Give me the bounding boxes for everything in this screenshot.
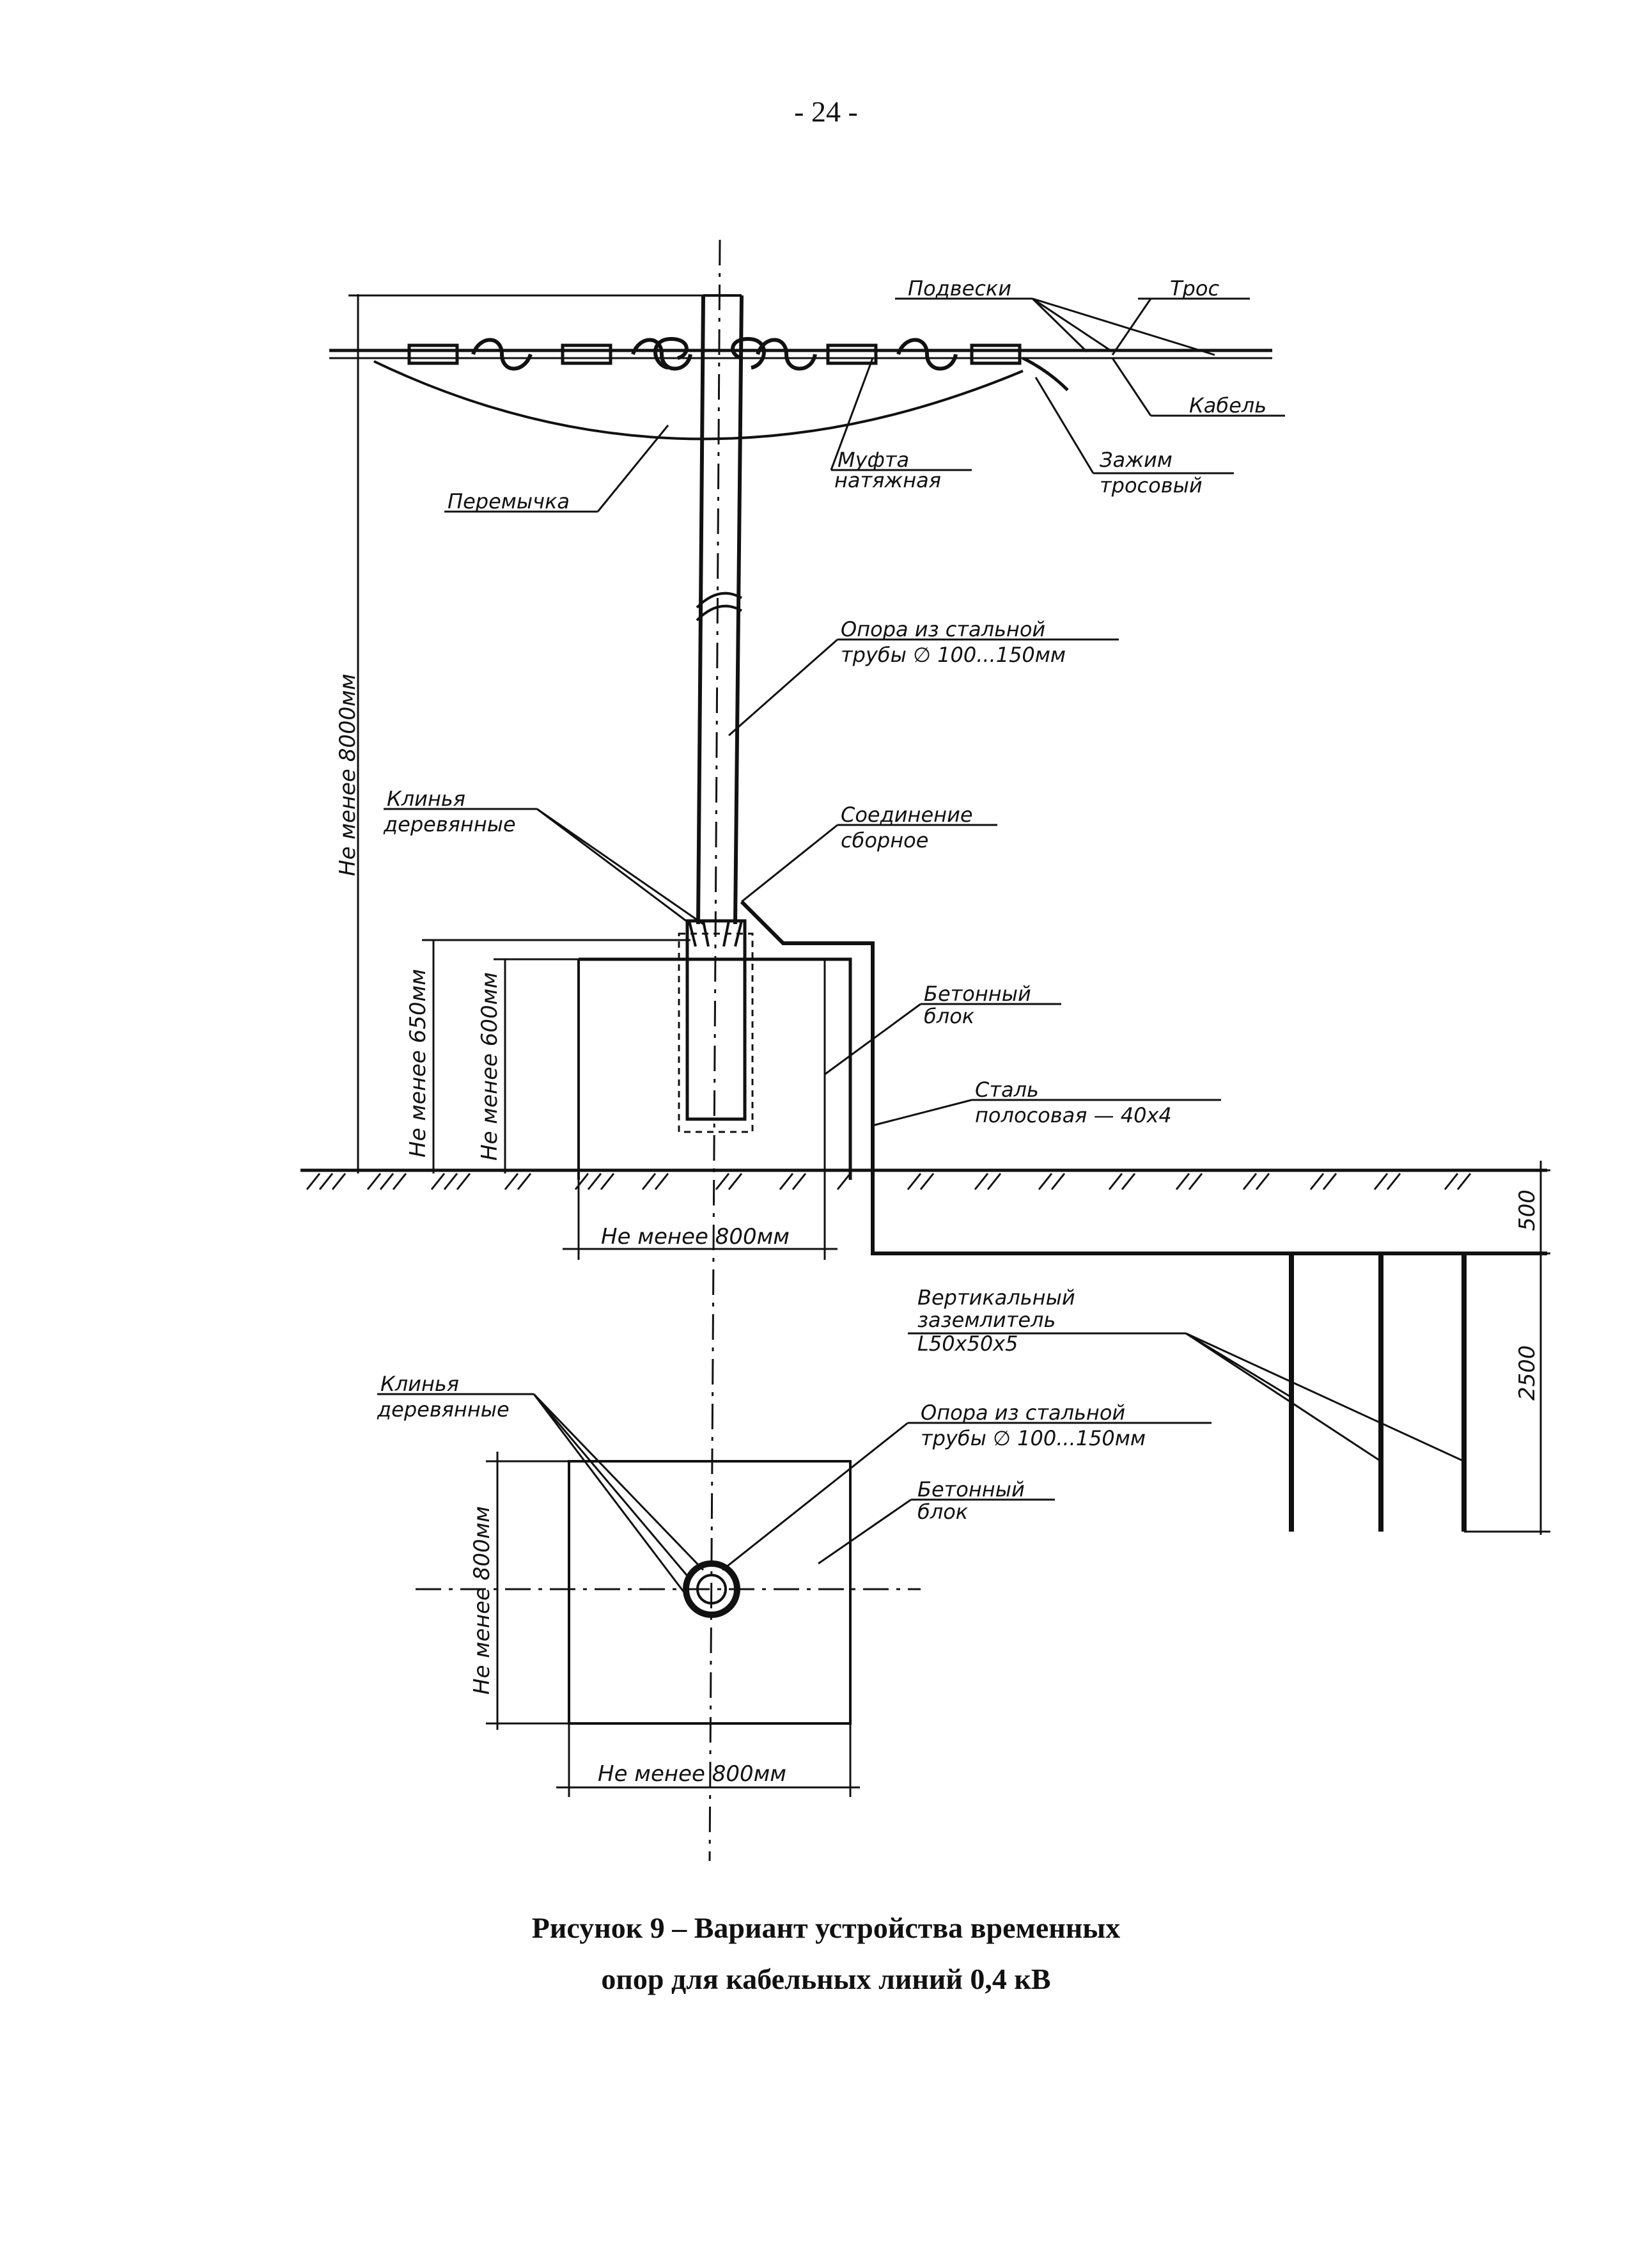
tension-coupling-right-1 <box>826 343 878 365</box>
plan-view <box>377 1393 1212 1797</box>
label-wedges-1: Клинья <box>387 787 465 811</box>
tension-coupling-left-2 <box>561 343 612 365</box>
label-clamp-1: Зажим <box>1100 448 1173 472</box>
concrete-block-plan <box>568 1460 852 1725</box>
tension-coupling-left-1 <box>407 343 459 365</box>
label-vertical-3: L50x50x5 <box>917 1331 1018 1356</box>
dim-depth-600: Не менее 600мм <box>477 972 503 1161</box>
label-jumper: Перемычка <box>448 489 570 514</box>
label-cable: Кабель <box>1189 393 1266 418</box>
jumper-cable <box>373 360 1024 441</box>
dim-2500: 2500 <box>1515 1345 1540 1401</box>
leader-lines <box>384 297 1465 1463</box>
label-pole-2: трубы ∅ 100...150мм <box>841 643 1066 667</box>
pole-axis <box>708 239 721 1862</box>
dim-depth-650: Не менее 650мм <box>405 969 431 1157</box>
label-joint-1: Соединение <box>841 803 973 827</box>
hook-right-3 <box>896 338 958 371</box>
pole-plan-inner <box>696 1574 727 1605</box>
label-suspensions: Подвески <box>908 276 1011 301</box>
pole-sleeve <box>685 919 747 1121</box>
hook-left-2 <box>631 338 692 371</box>
label-plan-pole-1: Опора из стальной <box>921 1401 1125 1425</box>
dim-width-800-elev: Не менее 800мм <box>601 1224 790 1250</box>
dim-500: 500 <box>1515 1189 1540 1231</box>
rope-clamp <box>1022 356 1069 391</box>
dim-plan-800-h: Не менее 800мм <box>598 1761 786 1787</box>
label-vertical-2: заземлитель <box>917 1308 1056 1332</box>
steel-strip <box>740 900 1547 1255</box>
label-steel-1: Сталь <box>975 1078 1039 1102</box>
hook-right-1 <box>731 336 766 370</box>
hook-left-3 <box>653 336 689 370</box>
figure-caption-line-2: опор для кабельных линий 0,4 кВ <box>601 1963 1051 1995</box>
ground-line <box>300 1168 1547 1190</box>
label-block-2: блок <box>924 1004 975 1028</box>
label-vertical-1: Вертикальный <box>917 1285 1075 1310</box>
figure-caption-line-1: Рисунок 9 – Вариант устройства временных <box>531 1911 1121 1944</box>
label-plan-block-2: блок <box>917 1500 969 1524</box>
label-clamp-2: тросовый <box>1100 473 1203 498</box>
label-coupling-1: Муфта <box>838 448 909 472</box>
concrete-block-elevation <box>577 957 852 1180</box>
rope-line <box>329 336 1272 441</box>
hook-left-1 <box>471 338 533 371</box>
label-plan-wedges-2: деревянные <box>377 1397 510 1422</box>
label-wedges-2: деревянные <box>383 812 516 836</box>
tension-coupling-right-2 <box>970 343 1022 365</box>
label-joint-2: сборное <box>841 828 928 852</box>
wooden-wedges <box>688 920 743 947</box>
dimension-lines <box>348 294 1550 1535</box>
hook-right-2 <box>756 338 817 371</box>
dim-height-8000: Не менее 8000мм <box>335 673 361 876</box>
label-block-1: Бетонный <box>924 982 1031 1006</box>
label-plan-pole-2: трубы ∅ 100...150мм <box>921 1426 1146 1450</box>
pole-plan-outer <box>683 1560 740 1618</box>
label-plan-block-1: Бетонный <box>917 1477 1025 1502</box>
vertical-earth-electrodes <box>1289 1253 1467 1532</box>
label-pole-1: Опора из стальной <box>841 617 1045 641</box>
label-steel-2: полосовая — 40х4 <box>975 1103 1172 1127</box>
label-coupling-2: натяжная <box>834 468 941 492</box>
label-rope: Трос <box>1170 276 1219 301</box>
dim-plan-800-v: Не менее 800мм <box>469 1506 495 1695</box>
label-plan-wedges-1: Клинья <box>380 1372 459 1396</box>
steel-pole <box>678 239 754 1862</box>
page-number: - 24 - <box>794 95 858 128</box>
